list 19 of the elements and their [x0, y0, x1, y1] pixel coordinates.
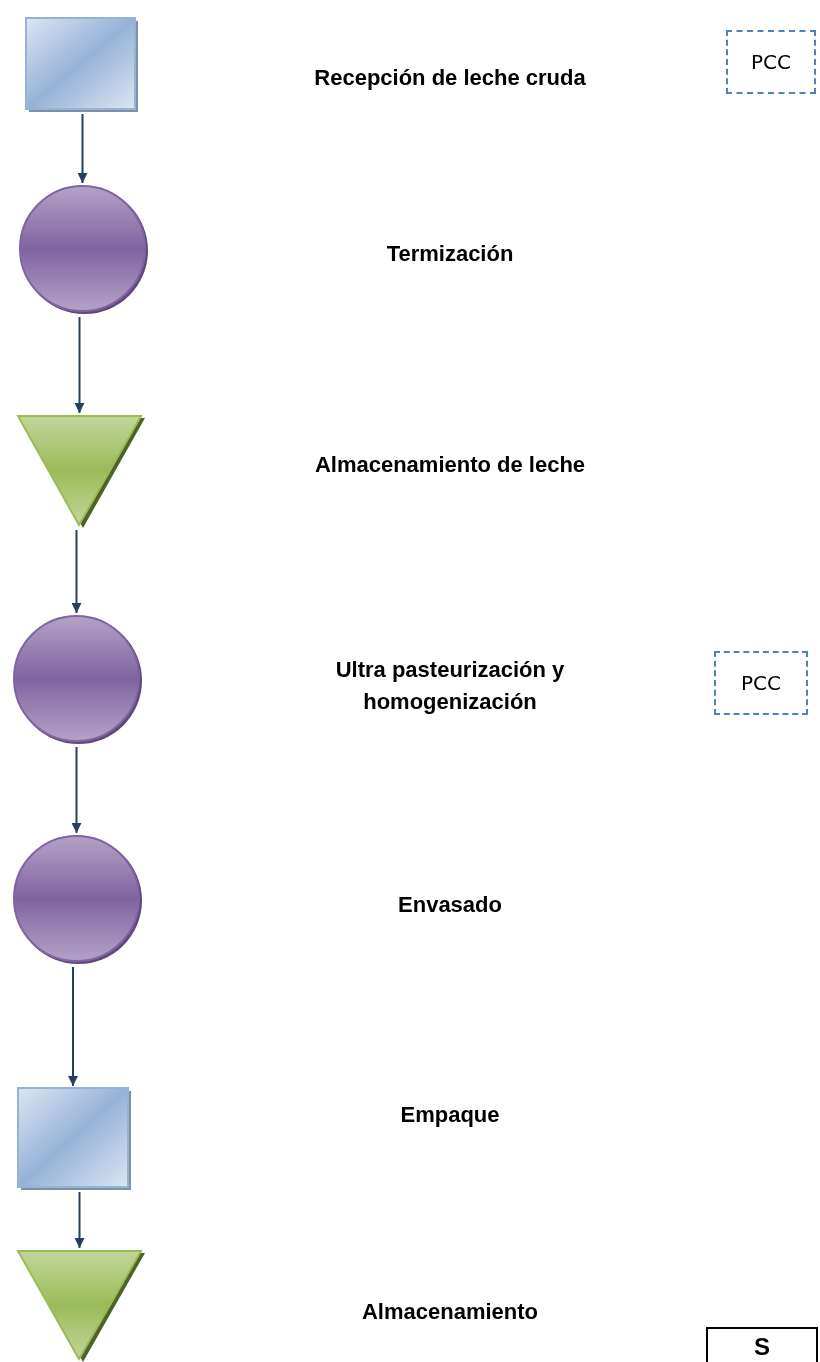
box-text: PCC — [751, 50, 791, 74]
arrow — [74, 1191, 85, 1249]
step-label: Ultra pasteurización y homogenización — [334, 656, 566, 716]
box-text: PCC — [741, 671, 781, 695]
step-label: Empaque — [399, 1101, 501, 1130]
step-label: Almacenamiento — [360, 1298, 540, 1327]
step-label: Recepción de leche cruda — [313, 64, 587, 93]
box-text: S — [754, 1333, 770, 1361]
arrow — [71, 529, 82, 614]
step-label: Almacenamiento de leche — [313, 451, 587, 480]
control-point-box — [726, 30, 816, 94]
arrow — [77, 113, 88, 184]
step-label: Termización — [385, 240, 515, 269]
step-label: Envasado — [397, 891, 503, 920]
arrow — [71, 746, 82, 834]
arrow — [74, 316, 85, 414]
arrow — [68, 966, 78, 1087]
control-point-box — [714, 651, 808, 715]
label-box — [706, 1327, 818, 1362]
